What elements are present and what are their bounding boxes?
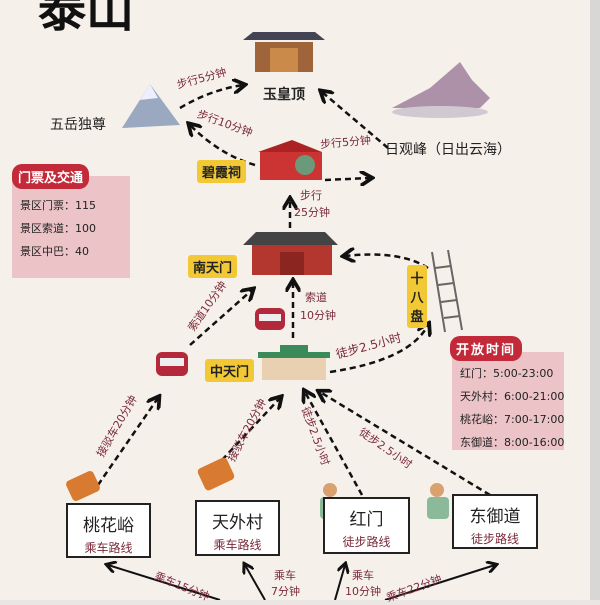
yuhuangding-temple-icon: [243, 32, 325, 72]
arrow-zhongtian-shiba: [329, 325, 428, 374]
start-route-type: 乘车路线: [213, 538, 262, 552]
start-hongmen: 红门徒步路线: [323, 497, 410, 554]
start-route-type: 乘车路线: [84, 541, 133, 555]
route-label: 乘车: [274, 569, 296, 582]
hours-panel: 红门：5:00-23:00 天外村：6:00-21:00 桃花峪：7:00-17…: [452, 352, 564, 450]
wall-edge: [590, 0, 600, 600]
start-tianwaicun: 天外村乘车路线: [195, 500, 280, 556]
bus-icon: [66, 471, 100, 501]
route-label: 索道: [305, 291, 327, 304]
node-nantianmen: 南天门: [188, 255, 238, 278]
ticket-item: 景区中巴：40: [20, 245, 89, 258]
ladder-icon: [431, 249, 463, 333]
arrow-cable-left: [189, 290, 252, 346]
node-yuhuangding: 玉皇顶: [263, 87, 305, 103]
hours-header: 开放时间: [450, 336, 523, 361]
route-label: 7分钟: [271, 585, 300, 598]
start-route-type: 徒步路线: [342, 535, 391, 549]
node-zhongtianmen: 中天门: [205, 359, 255, 382]
start-taohuayu: 桃花峪乘车路线: [66, 503, 151, 558]
start-dongyudao: 东御道徒步路线: [452, 494, 538, 549]
arrow-bus-cable: [96, 398, 158, 486]
node-riguanfeng: 日观峰（日出云海）: [385, 142, 511, 158]
route-label: 25分钟: [294, 206, 330, 219]
tickets-header: 门票及交通: [12, 164, 90, 189]
arrow-wuyue-yuhuang: [179, 85, 243, 110]
arrow-bixia-riguan: [324, 178, 370, 180]
node-wuyue: 五岳独尊: [50, 117, 106, 133]
start-route-type: 徒步路线: [470, 532, 519, 546]
cloud-mountain-icon: [392, 62, 490, 118]
arrow-riguan-yuhuang: [322, 92, 389, 149]
bixiaci-temple-icon: [258, 140, 322, 180]
start-name: 红门: [349, 510, 384, 530]
arrow-tianwai-zhongtian: [221, 398, 280, 461]
ticket-item: 景区门票：115: [20, 199, 96, 212]
arrow-car-taohua: [108, 565, 221, 600]
start-name: 天外村: [212, 513, 263, 533]
node-bixiaci: 碧霞祠: [197, 160, 247, 183]
arrow-car-dongyu: [384, 565, 495, 600]
hours-item: 桃花峪：7:00-17:00: [460, 413, 565, 426]
nantianmen-gate-icon: [243, 232, 338, 275]
tickets-panel: 景区门票：115 景区索道：100 景区中巴：40: [12, 176, 130, 278]
hiker-icon: [427, 483, 449, 519]
zhongtianmen-gate-icon: [258, 345, 330, 380]
route-label: 乘车: [352, 569, 374, 582]
arrow-car-hongmen: [334, 565, 345, 600]
cable-car-icon: [255, 308, 285, 330]
ticket-item: 景区索道：100: [20, 222, 96, 235]
mountain-icon: [122, 84, 180, 128]
route-label: 10分钟: [345, 585, 381, 598]
hours-item: 东御道：8:00-16:00: [460, 436, 565, 449]
start-name: 桃花峪: [83, 516, 134, 536]
arrow-dongyu-zhongtian: [320, 392, 491, 497]
route-label: 步行: [300, 189, 322, 202]
arrow-shiba-nantian: [345, 255, 429, 270]
cable-car-icon: [156, 352, 188, 376]
bus-icon: [197, 457, 235, 491]
hours-item: 红门：5:00-23:00: [460, 367, 554, 380]
arrow-car-tianwai: [245, 565, 266, 600]
poster-title: 泰山: [38, 0, 135, 38]
route-label: 10分钟: [300, 309, 336, 322]
hours-item: 天外村：6:00-21:00: [460, 390, 565, 403]
start-name: 东御道: [469, 507, 521, 527]
node-shibapan: 十八盘: [407, 265, 427, 328]
